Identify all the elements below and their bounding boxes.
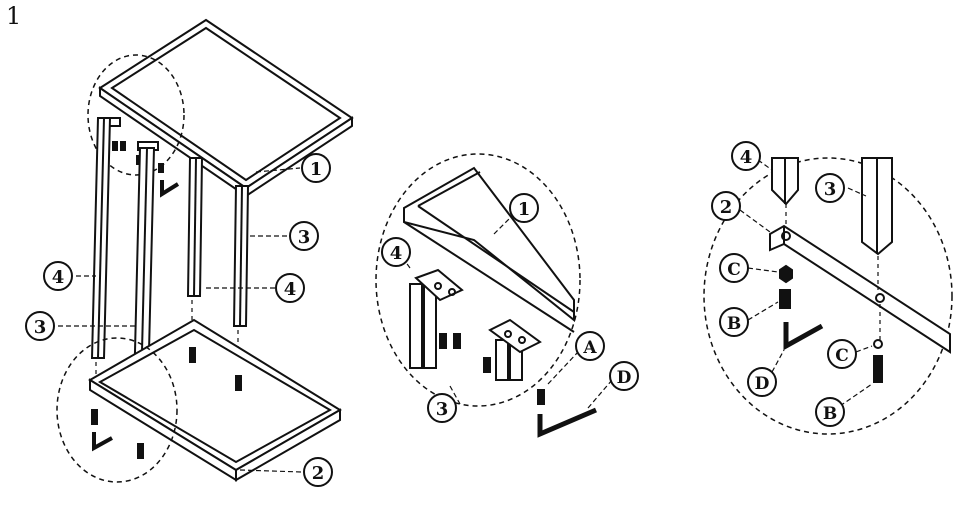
right-callout-B: B <box>719 307 749 337</box>
leaders-left <box>58 167 303 473</box>
svg-text:C: C <box>727 260 741 280</box>
svg-text:1: 1 <box>518 199 531 220</box>
detail-circle-top <box>87 54 185 176</box>
detail-hex-key <box>537 407 597 438</box>
hex-key-top <box>160 180 180 198</box>
svg-text:4: 4 <box>52 267 65 288</box>
svg-text:4: 4 <box>390 243 403 264</box>
detail-bracket-2 <box>488 318 542 354</box>
svg-text:2: 2 <box>312 463 325 484</box>
right-hex-key <box>783 322 824 351</box>
svg-text:C: C <box>835 346 849 366</box>
top-tray <box>98 18 354 198</box>
svg-text:3: 3 <box>34 317 47 338</box>
right-washer <box>873 339 883 349</box>
detail-callout-D: D <box>609 361 639 391</box>
detail-callout-4: 4 <box>381 237 411 267</box>
hex-key-bottom <box>92 432 113 452</box>
detail-circle-bottom <box>56 337 178 483</box>
right-hardware <box>779 264 883 383</box>
svg-text:A: A <box>582 338 597 358</box>
svg-text:4: 4 <box>740 147 753 168</box>
detail-right: 4 3 2 C B D C <box>703 141 953 435</box>
right-callout-4: 4 <box>731 141 761 171</box>
svg-text:3: 3 <box>824 179 837 200</box>
callout-4-left: 4 <box>43 261 73 291</box>
detail-middle: 1 4 3 A D <box>375 153 639 438</box>
detail-callout-1: 1 <box>509 193 539 223</box>
right-callout-C2: C <box>827 339 857 369</box>
detail-bracket-1 <box>414 268 464 302</box>
svg-text:2: 2 <box>720 197 733 218</box>
right-callout-B2: B <box>815 397 845 427</box>
callout-4-right: 4 <box>275 273 305 303</box>
detail-callout-3: 3 <box>427 393 457 423</box>
svg-text:B: B <box>823 404 837 424</box>
right-callout-2: 2 <box>711 191 741 221</box>
svg-text:D: D <box>617 368 632 388</box>
callout-3: 3 <box>289 221 319 251</box>
svg-text:3: 3 <box>436 399 449 420</box>
step-number: 1 <box>6 2 22 30</box>
svg-text:3: 3 <box>298 227 311 248</box>
callout-1: 1 <box>301 153 331 183</box>
detail-callout-A: A <box>575 331 605 361</box>
bottom-base <box>88 318 342 482</box>
svg-text:4: 4 <box>284 279 297 300</box>
leg-left-1 <box>90 117 112 359</box>
right-callout-C: C <box>719 253 749 283</box>
callout-2: 2 <box>303 457 333 487</box>
detail-legs <box>409 283 523 381</box>
callout-3-left: 3 <box>25 311 55 341</box>
leg-right-1 <box>186 157 204 297</box>
screws-bottom <box>91 347 242 459</box>
detail-screws <box>439 333 545 405</box>
exploded-table: 1 3 4 4 3 2 <box>25 18 354 487</box>
svg-text:B: B <box>727 314 741 334</box>
right-callout-3: 3 <box>815 173 845 203</box>
svg-text:1: 1 <box>310 159 323 180</box>
leg-right-2 <box>232 185 250 327</box>
svg-text:D: D <box>755 374 770 394</box>
right-callout-D: D <box>747 367 777 397</box>
